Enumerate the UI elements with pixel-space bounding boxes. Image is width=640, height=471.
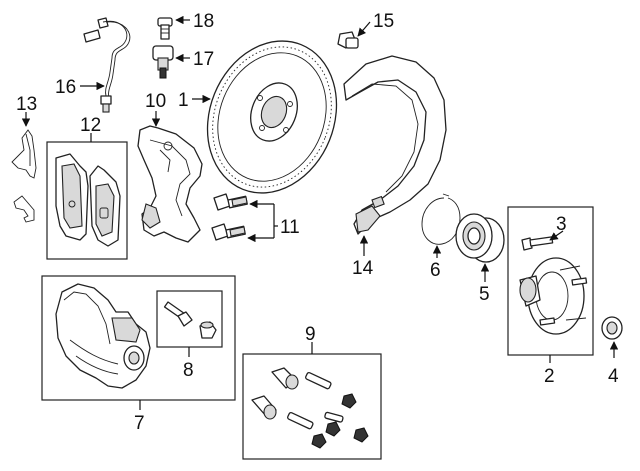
callout-16: 16 bbox=[55, 77, 76, 98]
callout-labels: 18 17 16 15 1 10 13 12 11 3 14 6 5 9 8 2… bbox=[16, 11, 619, 434]
box-part-12 bbox=[46, 141, 128, 260]
bearing-part-5[interactable] bbox=[455, 213, 505, 263]
callout-17: 17 bbox=[193, 49, 214, 70]
callout-6: 6 bbox=[430, 260, 441, 281]
callout-3: 3 bbox=[556, 214, 567, 235]
bolt-part-18[interactable] bbox=[157, 17, 173, 40]
callout-13: 13 bbox=[16, 94, 37, 115]
callout-7: 7 bbox=[134, 413, 145, 434]
callout-8: 8 bbox=[183, 360, 194, 381]
brake-hose-part-16[interactable] bbox=[83, 17, 131, 113]
sensor-part-17[interactable] bbox=[152, 45, 174, 79]
wheel-stud-part-3[interactable] bbox=[521, 236, 554, 251]
bleeder-part-8[interactable] bbox=[163, 301, 217, 339]
caliper-bracket-part-10[interactable] bbox=[137, 125, 203, 243]
callout-18: 18 bbox=[193, 11, 214, 32]
bolt-part-15[interactable] bbox=[337, 31, 359, 49]
rotor-part-1[interactable] bbox=[185, 21, 358, 212]
clip-part-13[interactable] bbox=[11, 129, 37, 223]
callout-4: 4 bbox=[608, 366, 619, 387]
callout-15: 15 bbox=[373, 11, 394, 32]
leader-lines bbox=[21, 15, 619, 410]
box-part-7 bbox=[41, 275, 236, 401]
bolts-part-11[interactable] bbox=[211, 193, 248, 241]
nut-part-4[interactable] bbox=[601, 316, 623, 340]
callout-1: 1 bbox=[178, 90, 189, 111]
callout-9: 9 bbox=[305, 324, 316, 345]
callout-10: 10 bbox=[145, 91, 166, 112]
callout-2: 2 bbox=[544, 366, 555, 387]
brake-pads-part-12[interactable] bbox=[55, 153, 121, 247]
callout-14: 14 bbox=[352, 258, 374, 279]
callout-5: 5 bbox=[479, 284, 490, 305]
caliper-part-7[interactable] bbox=[55, 283, 151, 389]
dust-shield-part-14[interactable] bbox=[343, 55, 447, 235]
snap-ring-part-6[interactable] bbox=[421, 193, 461, 245]
callout-12: 12 bbox=[80, 115, 101, 136]
hardware-kit-part-9[interactable] bbox=[251, 367, 369, 449]
hub-part-2[interactable] bbox=[519, 257, 588, 335]
callout-11: 11 bbox=[280, 217, 300, 238]
